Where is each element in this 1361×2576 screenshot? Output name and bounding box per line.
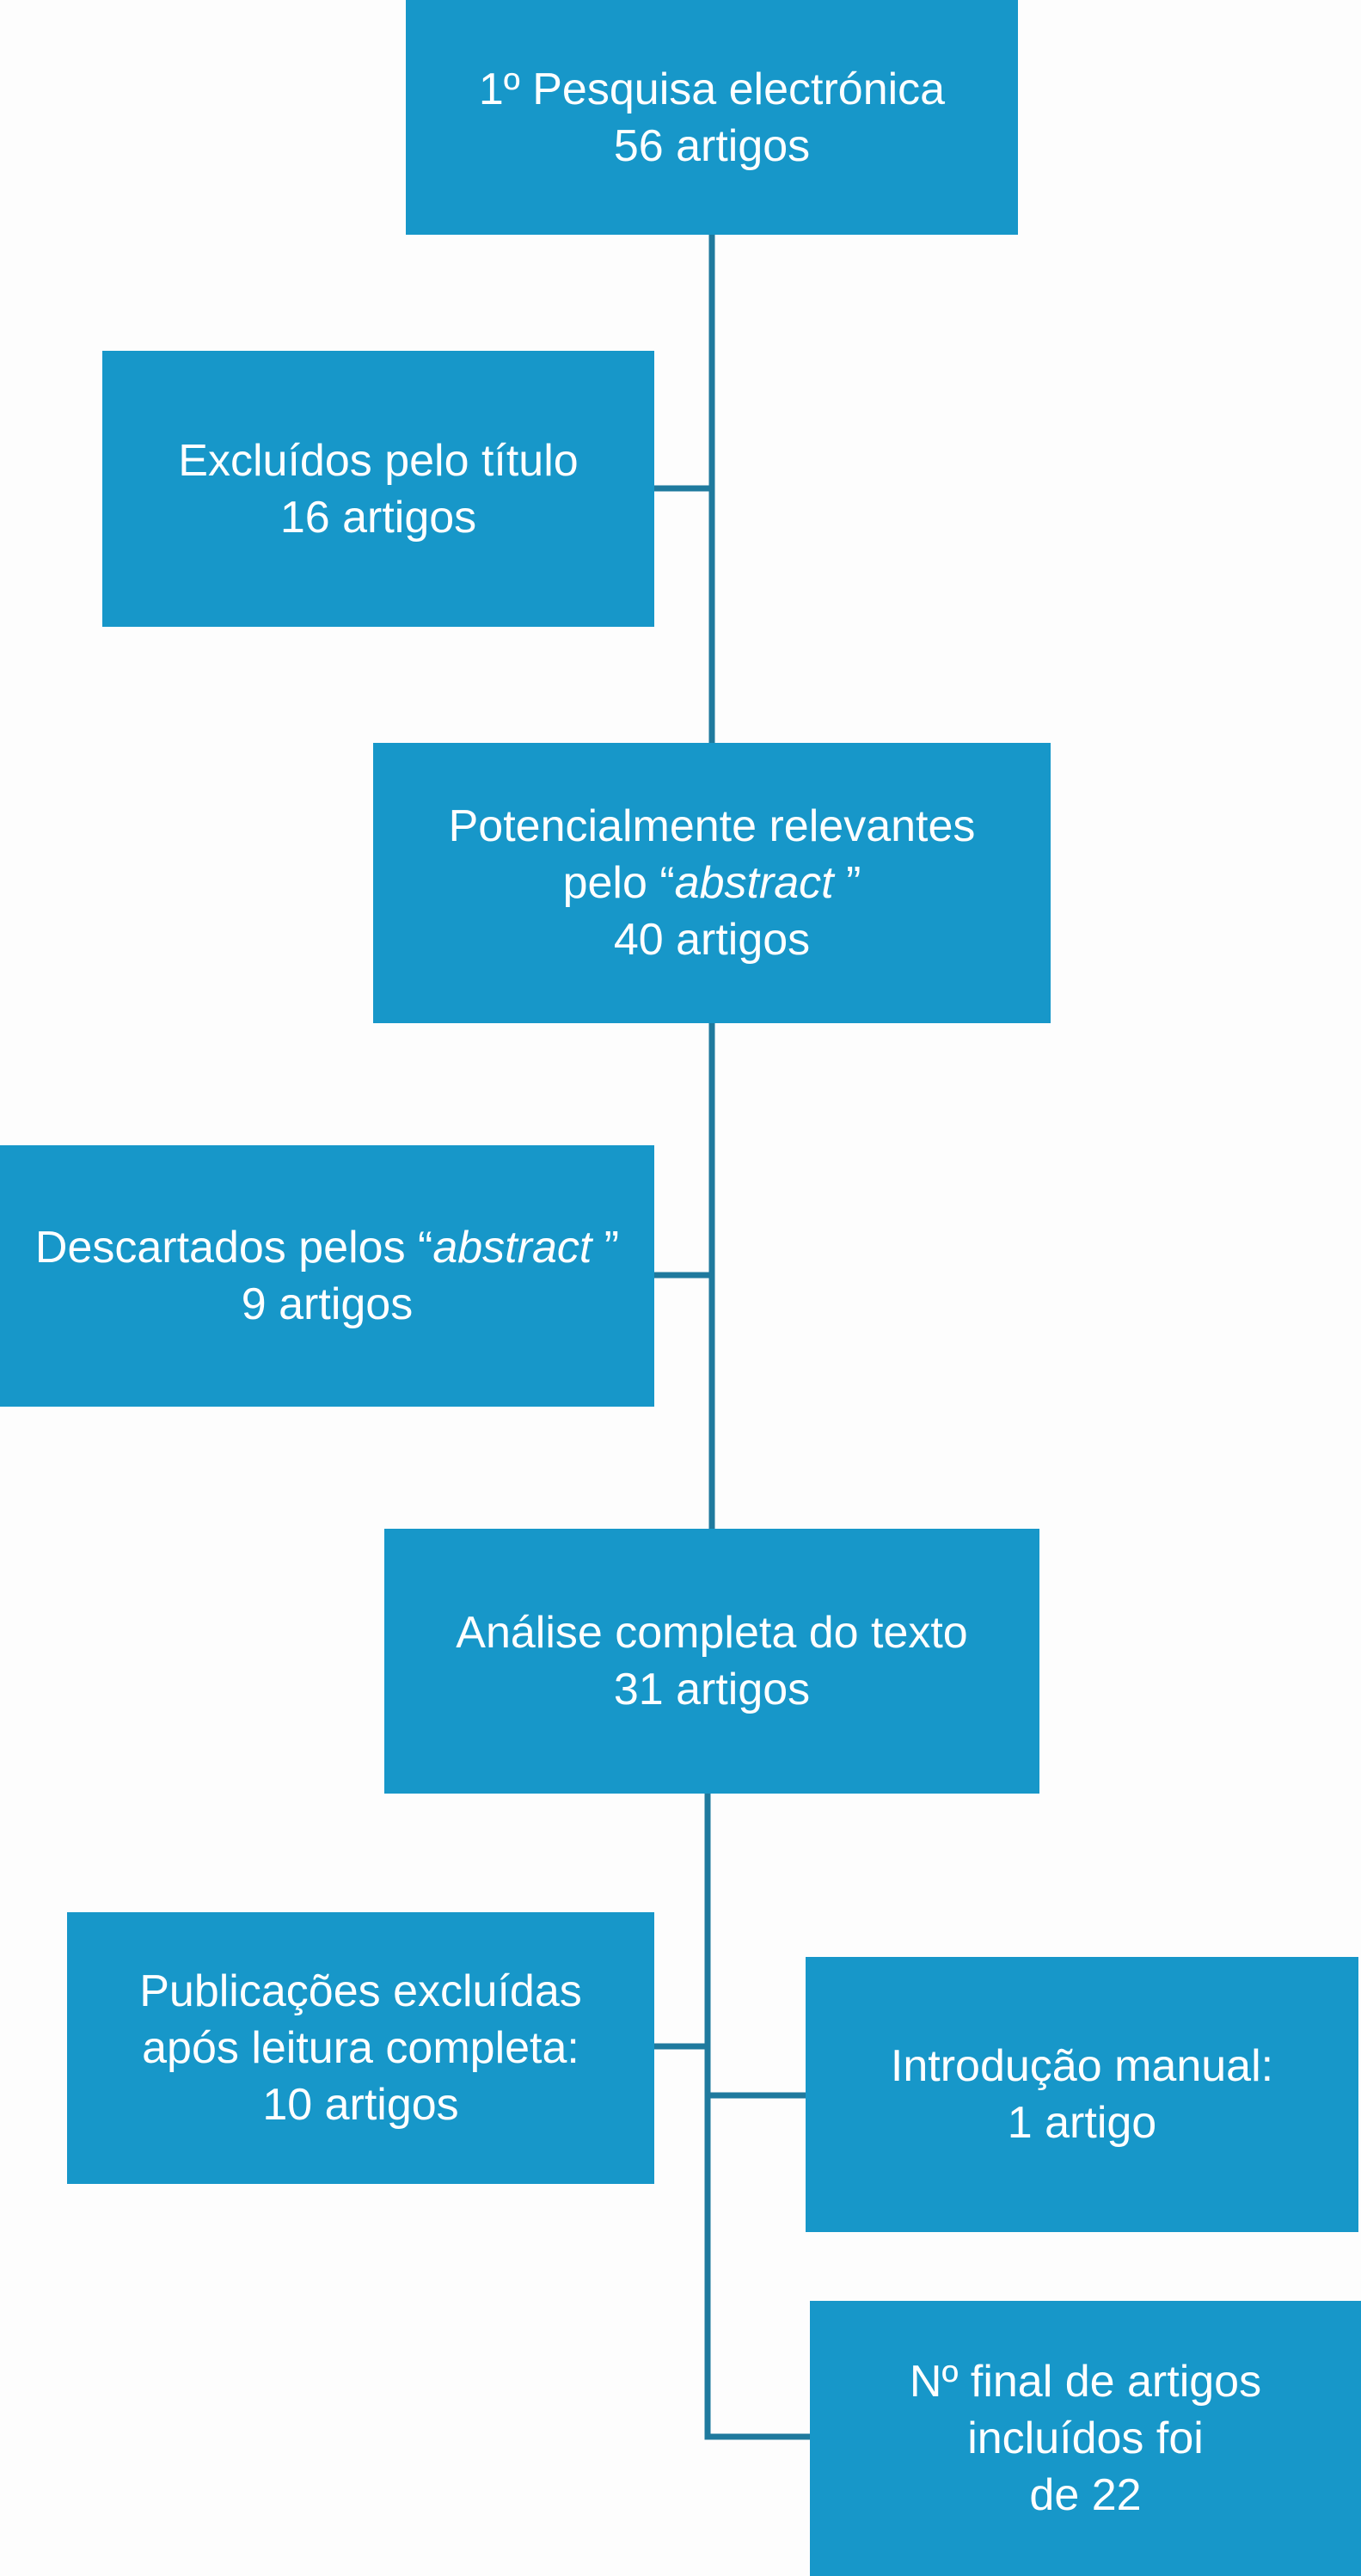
box-full-text-analysis-label: Análise completa do texto	[456, 1608, 968, 1658]
discarded-abstract-prefix: Descartados pelos “	[34, 1223, 433, 1273]
box-manual-introduction-count: 1 artigo	[1007, 2098, 1157, 2148]
box-excluded-after-full-reading-line2: após leitura completa:	[142, 2023, 579, 2073]
box-final-included: Nº final de artigos incluídos foi de 22	[810, 2301, 1361, 2576]
box-excluded-by-title: Excluídos pelo título 16 artigos	[102, 351, 654, 627]
relevant-abstract-suffix: ”	[833, 858, 861, 908]
box-full-text-analysis: Análise completa do texto 31 artigos	[384, 1529, 1039, 1794]
box-electronic-search: 1º Pesquisa electrónica 56 artigos	[406, 0, 1018, 235]
box-excluded-after-full-reading-count: 10 artigos	[262, 2080, 459, 2130]
box-relevant-by-abstract: Potencialmente relevantes pelo “abstract…	[373, 743, 1051, 1023]
box-manual-introduction: Introdução manual: 1 artigo	[806, 1957, 1358, 2232]
discarded-abstract-italic: abstract	[432, 1223, 592, 1273]
box-electronic-search-title: 1º Pesquisa electrónica	[478, 64, 946, 114]
relevant-abstract-prefix: pelo “	[562, 858, 675, 908]
box-full-text-analysis-count: 31 artigos	[613, 1665, 811, 1714]
box-excluded-after-full-reading-line1: Publicações excluídas	[139, 1966, 582, 2016]
box-excluded-by-title-count: 16 artigos	[279, 492, 477, 543]
box-discarded-by-abstract-count: 9 artigos	[241, 1279, 414, 1329]
box-final-included-line2: incluídos foi	[967, 2413, 1204, 2463]
box-discarded-by-abstract-label: Descartados pelos “abstract ”	[35, 1219, 619, 1276]
box-relevant-by-abstract-count: 40 artigos	[613, 915, 811, 965]
box-final-included-line1: Nº final de artigos	[909, 2357, 1262, 2407]
box-relevant-by-abstract-label: Potencialmente relevantes	[448, 801, 976, 851]
box-excluded-after-full-reading: Publicações excluídas após leitura compl…	[67, 1912, 654, 2184]
box-discarded-by-abstract: Descartados pelos “abstract ” 9 artigos	[0, 1145, 654, 1407]
discarded-abstract-suffix: ”	[592, 1223, 620, 1273]
box-electronic-search-count: 56 artigos	[613, 120, 811, 171]
box-relevant-by-abstract-sublabel: pelo “abstract ”	[563, 855, 861, 911]
box-final-included-count: de 22	[1029, 2470, 1142, 2520]
relevant-abstract-italic: abstract	[674, 858, 834, 908]
box-manual-introduction-label: Introdução manual:	[890, 2041, 1274, 2091]
box-excluded-by-title-label: Excluídos pelo título	[178, 435, 579, 486]
